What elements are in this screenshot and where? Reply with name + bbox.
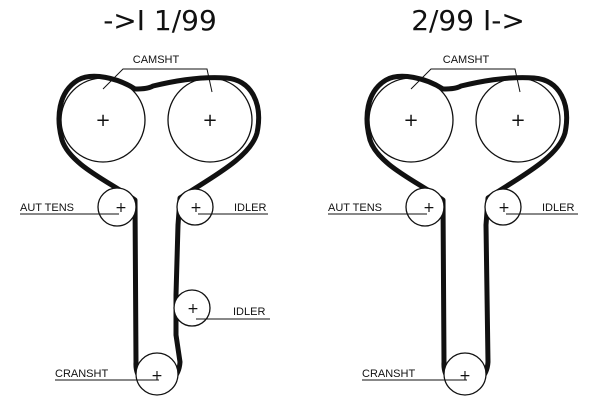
center-plus-icon: + — [403, 110, 418, 131]
center-plus-icon: + — [190, 200, 202, 216]
leader-lines-right — [328, 68, 578, 381]
idler-pulley-lower-left: + — [173, 289, 211, 327]
camshaft-label-right: CAMSHT — [443, 54, 490, 66]
center-plus-icon: + — [151, 368, 163, 384]
crankshaft-label-right: CRANSHT — [362, 368, 415, 380]
panel-right-title: 2/99 I-> — [411, 4, 525, 37]
timing-belt-right — [364, 73, 570, 389]
auto-tensioner-label-right: AUT TENS — [328, 202, 382, 214]
camshaft-pulley-left-2: + — [167, 77, 253, 163]
idler-pulley-upper-right: + — [484, 188, 522, 226]
center-plus-icon: + — [115, 200, 127, 216]
center-plus-icon: + — [459, 368, 471, 384]
leader-lines-left — [20, 68, 270, 381]
idler-lower-label-left: IDLER — [233, 306, 265, 318]
auto-tensioner-label-left: AUT TENS — [20, 202, 74, 214]
timing-belt-left — [56, 73, 262, 389]
camshaft-pulley-right-2: + — [475, 77, 561, 163]
camshaft-pulley-left-1: + — [60, 77, 146, 163]
camshaft-label-left: CAMSHT — [133, 54, 180, 66]
center-plus-icon: + — [95, 110, 110, 131]
center-plus-icon: + — [423, 200, 435, 216]
auto-tensioner-pulley-left: + — [97, 187, 137, 227]
camshaft-pulley-right-1: + — [368, 77, 454, 163]
idler-upper-label-right: IDLER — [542, 202, 574, 214]
center-plus-icon: + — [498, 200, 510, 216]
idler-pulley-upper-left: + — [176, 188, 214, 226]
crankshaft-label-left: CRANSHT — [55, 368, 108, 380]
panel-left-title: ->I 1/99 — [103, 4, 217, 37]
idler-upper-label-left: IDLER — [234, 202, 266, 214]
crankshaft-pulley-right: + — [443, 352, 487, 396]
center-plus-icon: + — [202, 110, 217, 131]
crankshaft-pulley-left: + — [135, 352, 179, 396]
panel-left: ->I 1/99 + + + + + + — [20, 4, 270, 396]
center-plus-icon: + — [510, 110, 525, 131]
auto-tensioner-pulley-right: + — [405, 187, 445, 227]
panel-right: 2/99 I-> + + + + + — [328, 4, 578, 396]
center-plus-icon: + — [187, 301, 199, 317]
